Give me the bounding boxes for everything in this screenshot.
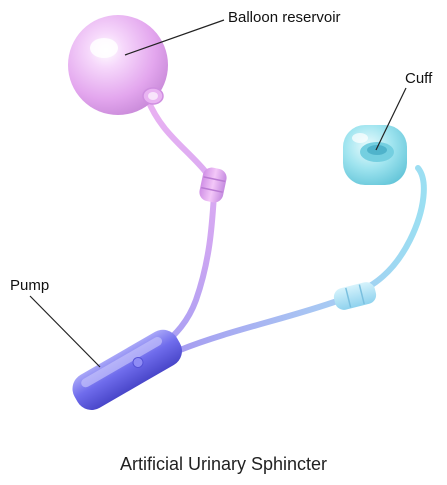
pump-label: Pump <box>10 278 49 293</box>
diagram-caption: Artificial Urinary Sphincter <box>0 455 447 473</box>
blue-connector <box>332 280 378 312</box>
pump-leader-line <box>30 296 100 367</box>
pump <box>67 324 188 416</box>
balloon-reservoir <box>68 15 168 115</box>
cuff <box>343 125 407 185</box>
balloon-reservoir-label: Balloon reservoir <box>228 10 341 25</box>
balloon-tube <box>148 100 214 345</box>
cuff-label: Cuff <box>405 71 432 86</box>
